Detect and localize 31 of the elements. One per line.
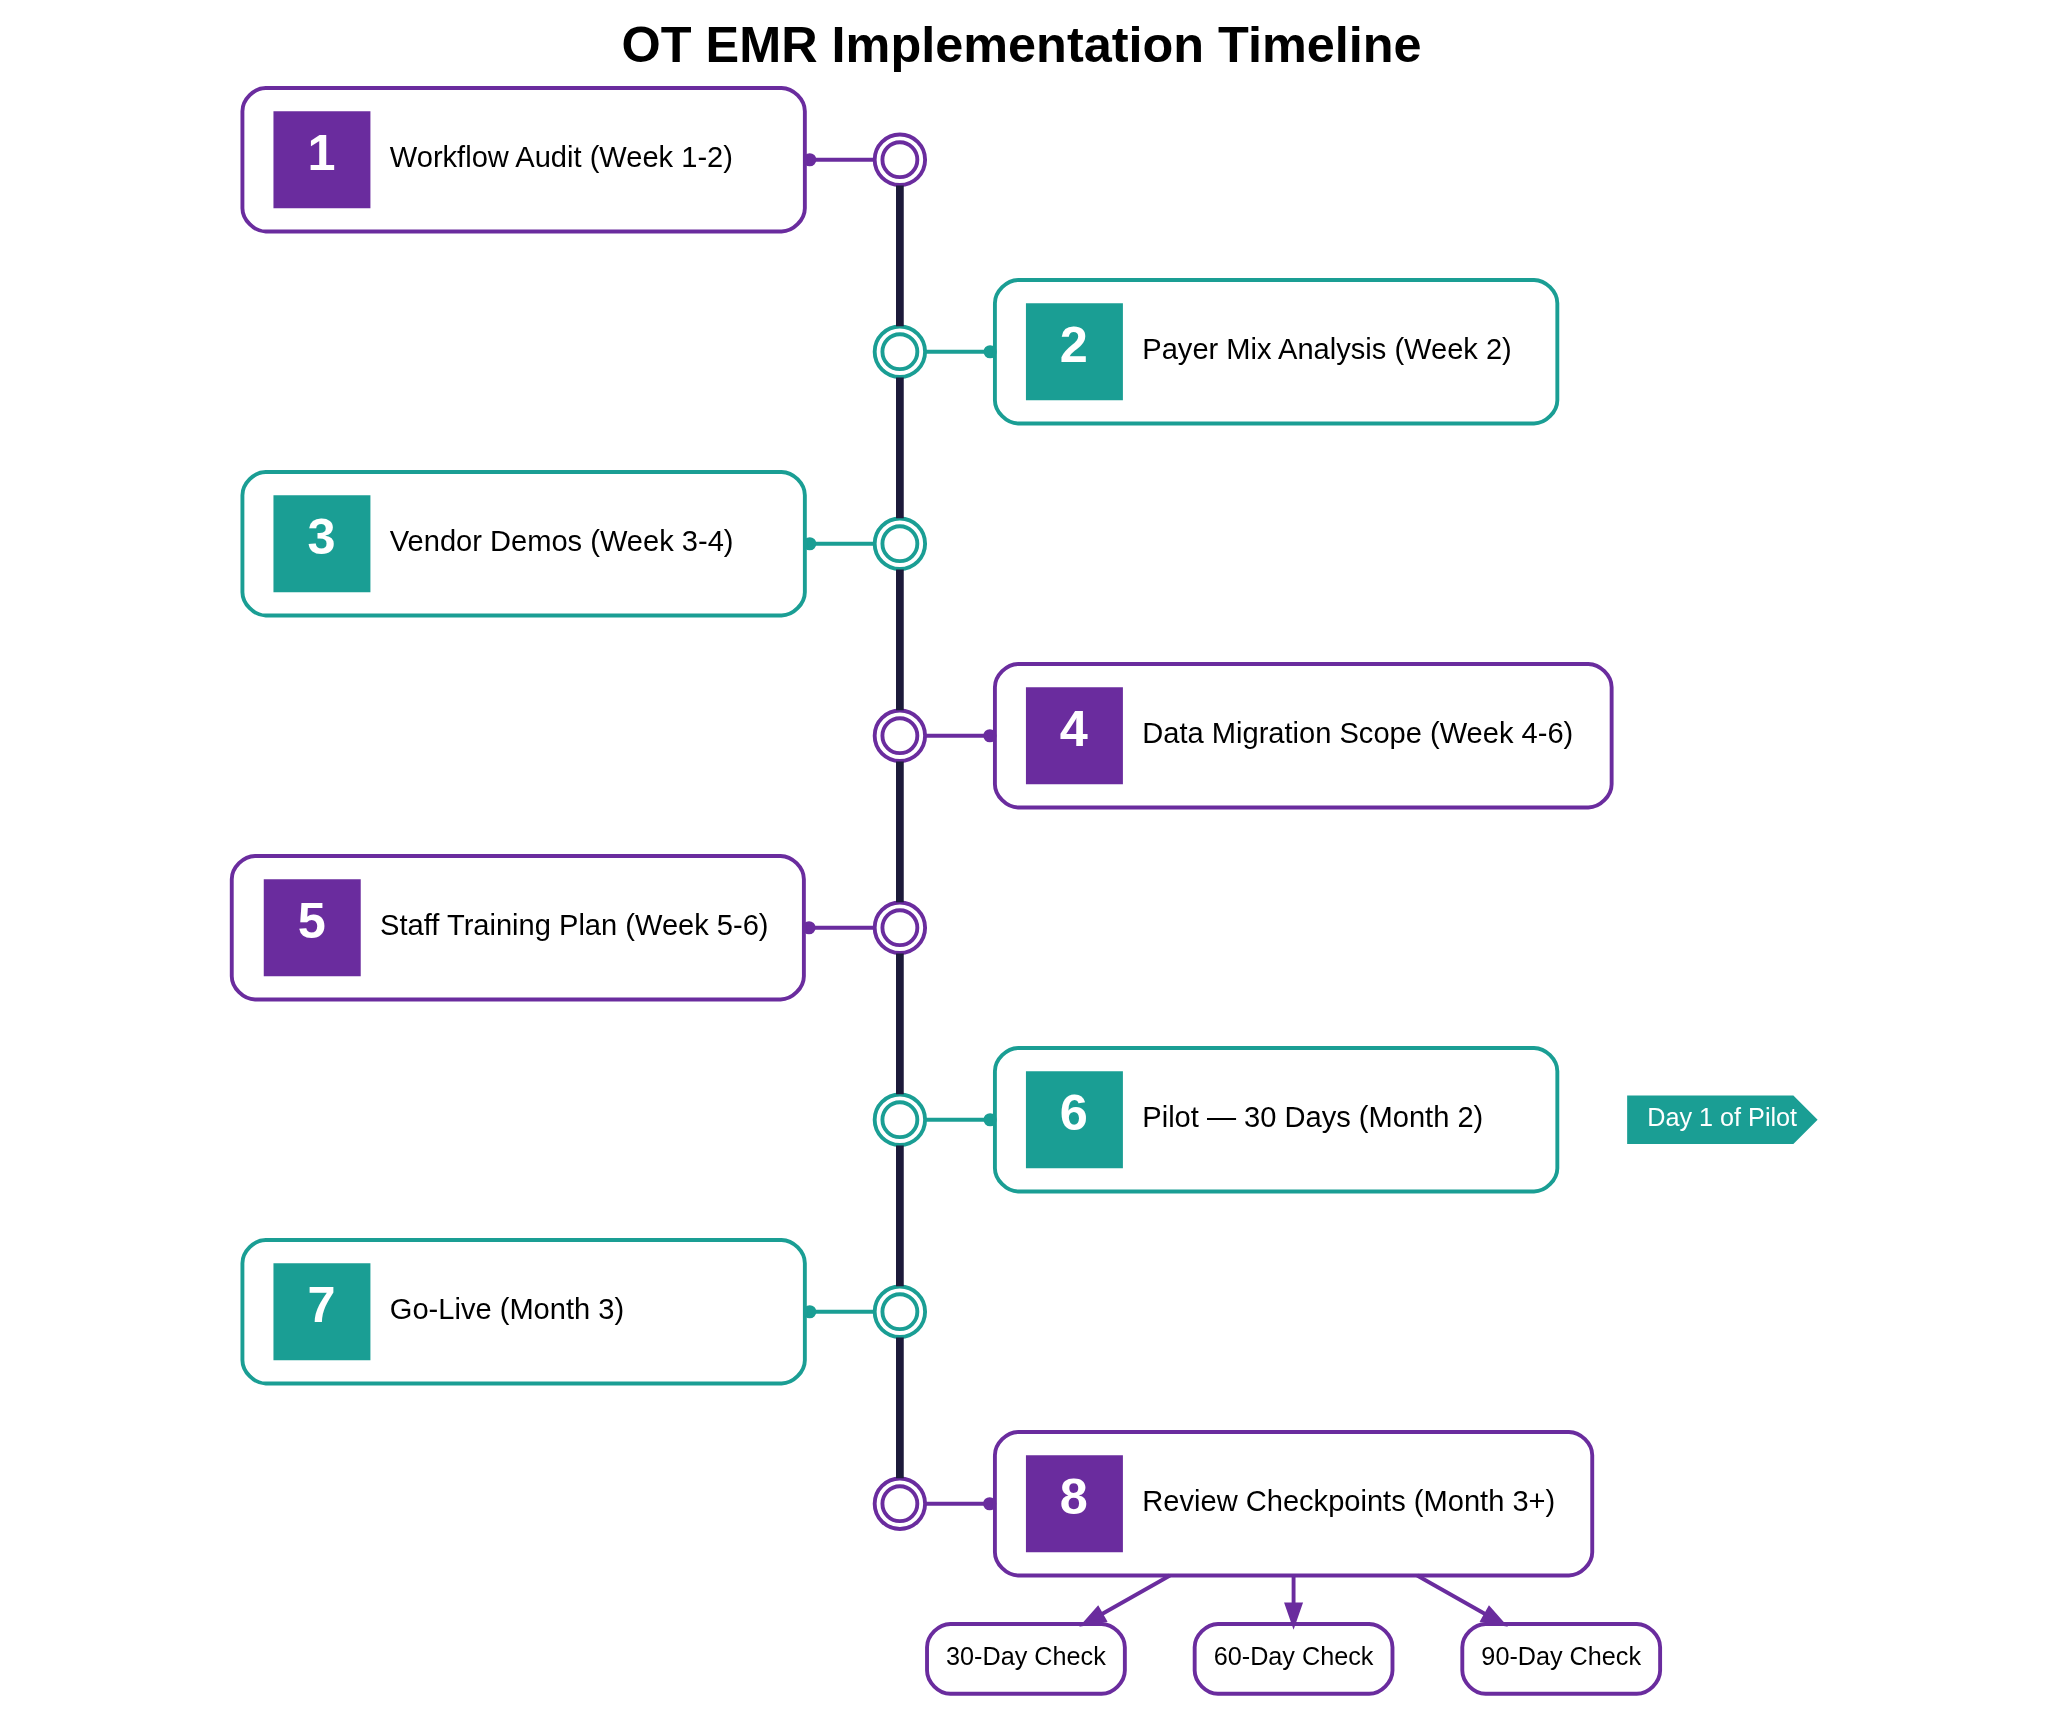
node-box: 2 Payer Mix Analysis (Week 2)	[992, 278, 1560, 426]
diagram-title: OT EMR Implementation Timeline	[621, 16, 1422, 74]
node-box: 5 Staff Training Plan (Week 5-6)	[229, 854, 806, 1002]
node-box: 4 Data Migration Scope (Week 4-6)	[992, 662, 1614, 810]
connector	[803, 537, 874, 551]
node-box: 30-Day Check	[925, 1622, 1127, 1696]
connector	[802, 921, 875, 935]
connector	[925, 1497, 997, 1511]
connector	[803, 1305, 874, 1319]
connector	[925, 729, 997, 743]
arrow	[1284, 1576, 1304, 1630]
node-box: 8 Review Checkpoints (Month 3+)	[992, 1430, 1595, 1578]
arrow	[1079, 1573, 1171, 1627]
arrow	[1416, 1573, 1508, 1627]
connector	[803, 153, 874, 167]
node-circle	[872, 708, 928, 763]
node-box: 90-Day Check	[1460, 1622, 1663, 1696]
node-box: 1 Workflow Audit (Week 1-2)	[240, 86, 807, 234]
node-circle	[872, 900, 928, 955]
node-box: 7 Go-Live (Month 3)	[240, 1238, 807, 1386]
node-circle	[872, 1284, 928, 1339]
node-box: 60-Day Check	[1192, 1622, 1395, 1696]
node-circle	[872, 132, 928, 187]
node-circle	[872, 324, 928, 379]
connector	[925, 345, 997, 359]
connector	[925, 1113, 997, 1127]
node-box: 6 Pilot — 30 Days (Month 2)	[992, 1046, 1560, 1194]
node-box: 3 Vendor Demos (Week 3-4)	[240, 470, 807, 618]
node-circle	[872, 1476, 928, 1531]
node-circle	[872, 1092, 928, 1147]
node-circle	[872, 516, 928, 571]
